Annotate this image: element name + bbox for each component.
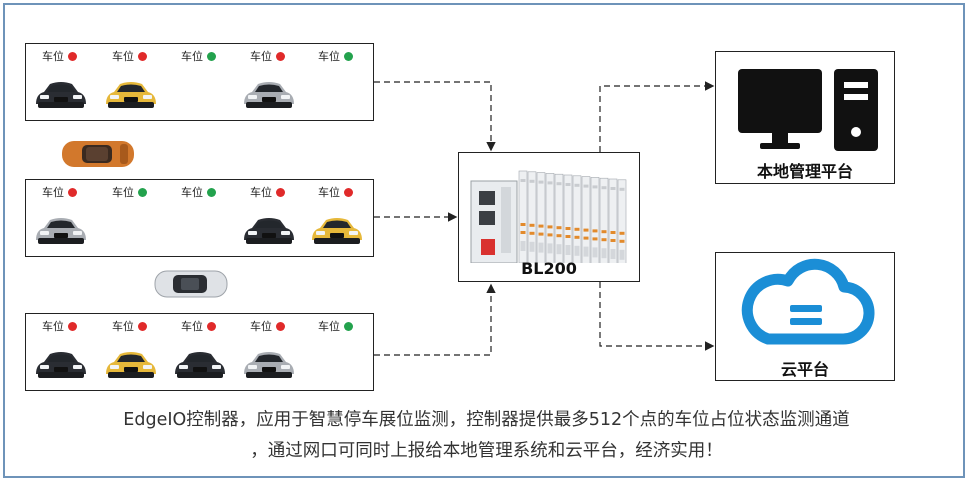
parking-slot-3-2: 车位 [112, 318, 172, 334]
slot-label: 车位 [42, 320, 64, 333]
cloud-platform-label: 云平台 [780, 360, 829, 379]
parked-car-dark [240, 214, 298, 252]
slot-label: 车位 [42, 186, 64, 199]
slot-label: 车位 [42, 50, 64, 63]
status-dot-red [276, 51, 285, 61]
controller-box: BL200 [458, 152, 640, 282]
caption: EdgeIO控制器，应用于智慧停车展位监测，控制器提供最多512个点的车位占位状… [0, 405, 973, 467]
parked-car-silver [240, 78, 298, 116]
outer-frame [3, 3, 965, 478]
status-dot-green [138, 187, 147, 197]
parked-car-silver [240, 348, 298, 386]
parking-slot-2-2: 车位 [112, 184, 172, 200]
status-dot-red [68, 321, 77, 331]
slot-label: 车位 [181, 186, 203, 199]
parking-slot-3-5: 车位 [318, 318, 378, 334]
local-platform-label: 本地管理平台 [756, 162, 853, 181]
parking-slot-1-4: 车位 [250, 48, 310, 64]
slot-label: 车位 [112, 320, 134, 333]
parking-slot-2-1: 车位 [42, 184, 102, 200]
slot-label: 车位 [250, 186, 272, 199]
caption-line-2: ，通过网口可同时上报给本地管理系统和云平台，经济实用！ [250, 441, 723, 461]
parking-slot-1-3: 车位 [181, 48, 241, 64]
parking-slot-1-1: 车位 [42, 48, 102, 64]
slot-label: 车位 [112, 186, 134, 199]
cloud-icon [741, 258, 875, 345]
slot-label: 车位 [112, 50, 134, 63]
controller-label: BL200 [521, 259, 577, 278]
parking-slot-3-4: 车位 [250, 318, 310, 334]
caption-line-1: EdgeIO控制器，应用于智慧停车展位监测，控制器提供最多512个点的车位占位状… [123, 410, 850, 430]
parking-slot-1-5: 车位 [318, 48, 378, 64]
slot-label: 车位 [250, 50, 272, 63]
parking-slot-1-2: 车位 [112, 48, 172, 64]
slot-label: 车位 [181, 320, 203, 333]
status-dot-red [138, 51, 147, 61]
parking-row-2: 车位 车位 车位 车位 车位 [25, 179, 374, 257]
parking-slot-2-3: 车位 [181, 184, 241, 200]
status-dot-red [68, 51, 77, 61]
status-dot-red [68, 187, 77, 197]
status-dot-green [344, 321, 353, 331]
parking-row-3: 车位 车位 车位 车位 车位 [25, 313, 374, 391]
status-dot-red [344, 187, 353, 197]
computer-icon [738, 69, 878, 151]
status-dot-red [276, 187, 285, 197]
slot-label: 车位 [250, 320, 272, 333]
status-dot-green [207, 187, 216, 197]
parking-slot-3-1: 车位 [42, 318, 102, 334]
slot-label: 车位 [181, 50, 203, 63]
local-platform-box: 本地管理平台 [715, 51, 895, 184]
parked-car-yellow [308, 214, 366, 252]
parked-car-dark [32, 78, 90, 116]
parking-slot-2-5: 车位 [318, 184, 378, 200]
parked-car-dark [171, 348, 229, 386]
slot-label: 车位 [318, 320, 340, 333]
status-dot-green [207, 51, 216, 61]
slot-label: 车位 [318, 50, 340, 63]
cloud-platform-box: 云平台 [715, 252, 895, 381]
status-dot-red [138, 321, 147, 331]
slot-label: 车位 [318, 186, 340, 199]
parking-slot-3-3: 车位 [181, 318, 241, 334]
parked-car-silver [32, 214, 90, 252]
status-dot-green [344, 51, 353, 61]
status-dot-red [207, 321, 216, 331]
parked-car-yellow [102, 348, 160, 386]
driving-car-orange [60, 137, 138, 175]
status-dot-red [276, 321, 285, 331]
parked-car-dark [32, 348, 90, 386]
driving-car-white [153, 267, 231, 305]
parking-row-1: 车位 车位 车位 车位 车位 [25, 43, 374, 121]
parking-slot-2-4: 车位 [250, 184, 310, 200]
parked-car-yellow [102, 78, 160, 116]
bl200-device-illustration [470, 170, 627, 263]
